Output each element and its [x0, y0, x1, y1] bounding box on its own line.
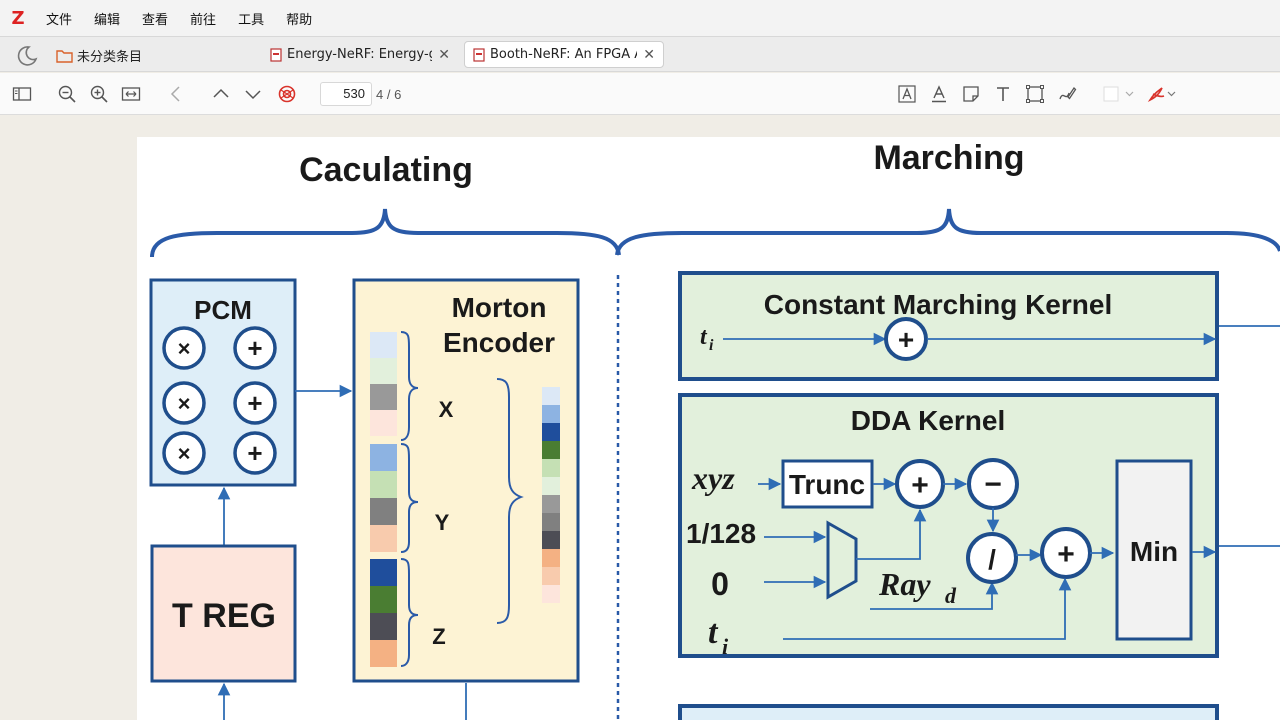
figure: Caculating Marching PCM × + × + ×: [149, 139, 1280, 720]
ink-icon[interactable]: [1057, 84, 1077, 104]
cmk-input-t: t: [700, 324, 708, 350]
brace-x: [400, 331, 419, 441]
min-block: [1115, 459, 1193, 641]
mux: [826, 520, 858, 600]
t-to-add-line: [783, 577, 1072, 640]
page-down-icon[interactable]: [243, 84, 263, 104]
note-icon[interactable]: [961, 84, 981, 104]
morton-axis-z: Z: [432, 624, 445, 649]
ray-sub: d: [945, 583, 957, 608]
menu-go[interactable]: 前往: [190, 12, 217, 28]
pcm-op: ×: [178, 391, 191, 416]
trunc-block: [781, 459, 874, 509]
cmk-input-sub: i: [709, 337, 714, 354]
page-count: 4 / 6: [376, 87, 402, 102]
pdf-page: Caculating Marching PCM × + × + ×: [137, 137, 1280, 720]
morton-axis-y: Y: [435, 510, 450, 535]
zoom-in-icon[interactable]: [89, 84, 109, 104]
mux-to-add-line: [856, 508, 927, 560]
pdf-icon: [473, 47, 485, 62]
dda-input-zero: 0: [711, 566, 729, 602]
tab-title: Booth-NeRF: An FPGA A: [490, 47, 638, 62]
folder-icon: [56, 49, 73, 63]
dda-add-2-op: +: [1057, 538, 1075, 571]
trunc-label: Trunc: [789, 469, 865, 500]
next-kernel-block: [678, 704, 1219, 720]
ray-label: Ray: [878, 566, 931, 602]
back-icon[interactable]: [166, 84, 186, 104]
library-tab[interactable]: 未分类条目: [56, 46, 142, 65]
menu-tools[interactable]: 工具: [238, 12, 265, 28]
text-icon[interactable]: [993, 84, 1013, 104]
brace-z: [400, 558, 419, 667]
cmk-adder-op: +: [898, 324, 914, 355]
color-picker-icon[interactable]: [1103, 84, 1137, 104]
sidebar-toggle-icon[interactable]: [12, 84, 32, 104]
menu-view[interactable]: 查看: [142, 12, 169, 28]
ai-assistant-icon[interactable]: [277, 84, 297, 104]
collection-label: 未分类条目: [77, 50, 143, 65]
left-brace: [150, 208, 621, 258]
morton-title-line2: Encoder: [443, 327, 555, 358]
morton-title-line1: Morton: [452, 292, 547, 323]
close-icon[interactable]: ✕: [438, 46, 450, 63]
treg-label: T REG: [172, 597, 276, 635]
pcm-op: ×: [178, 441, 191, 466]
pcm-ops: × + × + × +: [162, 326, 277, 475]
min-label: Min: [1130, 536, 1178, 567]
ray-to-div-line: [870, 581, 999, 610]
section-title-caculating: Caculating: [299, 151, 473, 189]
moon-icon[interactable]: [14, 45, 38, 67]
pdf-toolbar: 530 4 / 6: [0, 73, 1280, 115]
pdf-export-icon[interactable]: [1147, 84, 1181, 104]
tab-bar: 未分类条目 Energy-NeRF: Energy-gu ✕ Booth-NeR…: [0, 36, 1280, 72]
pcm-title: PCM: [194, 295, 252, 325]
dda-input-xyz: xyz: [691, 460, 735, 496]
morton-axis-x: X: [439, 397, 454, 422]
morton-output-bits: [542, 387, 560, 603]
right-brace: [615, 208, 1280, 256]
tab-energy-nerf[interactable]: Energy-NeRF: Energy-gu ✕: [262, 41, 458, 68]
tab-title: Energy-NeRF: Energy-gu: [287, 47, 433, 62]
close-icon[interactable]: ✕: [643, 46, 655, 63]
tab-booth-nerf[interactable]: Booth-NeRF: An FPGA A ✕: [464, 41, 664, 68]
highlight-text-icon[interactable]: [897, 84, 917, 104]
dda-div-op: /: [988, 544, 996, 575]
dda-input-t-sub: i: [722, 634, 729, 659]
fit-width-icon[interactable]: [121, 84, 141, 104]
pcm-op: +: [247, 388, 262, 418]
pcm-op: +: [247, 438, 262, 468]
page-up-icon[interactable]: [211, 84, 231, 104]
pdf-icon: [270, 47, 282, 62]
pcm-op: +: [247, 333, 262, 363]
dda-input-t: t: [708, 614, 719, 651]
dda-input-step: 1/128: [686, 518, 756, 549]
cmk-adder: [884, 317, 928, 361]
brace-y: [400, 443, 419, 553]
brace-output: [496, 378, 524, 624]
dda-sub-op: −: [984, 468, 1002, 501]
app-logo: Z: [11, 7, 25, 29]
morton-input-bits: [370, 332, 397, 667]
constant-marching-kernel: [678, 271, 1219, 381]
menu-file[interactable]: 文件: [46, 12, 73, 28]
menu-bar: Z 文件 编辑 查看 前往 工具 帮助: [0, 0, 1280, 36]
zoom-out-icon[interactable]: [57, 84, 77, 104]
dda-add-1-op: +: [911, 469, 929, 502]
treg-block: [150, 544, 297, 683]
section-title-marching: Marching: [873, 139, 1024, 177]
menu-edit[interactable]: 编辑: [94, 12, 121, 28]
cmk-title: Constant Marching Kernel: [764, 289, 1112, 320]
underline-text-icon[interactable]: [929, 84, 949, 104]
pdf-viewer[interactable]: Caculating Marching PCM × + × + ×: [0, 116, 1280, 720]
pcm-op: ×: [178, 336, 191, 361]
dda-div: [966, 532, 1018, 584]
menu-help[interactable]: 帮助: [286, 12, 313, 28]
area-select-icon[interactable]: [1025, 84, 1045, 104]
dda-title: DDA Kernel: [851, 405, 1006, 436]
page-number-input[interactable]: 530: [320, 82, 372, 106]
